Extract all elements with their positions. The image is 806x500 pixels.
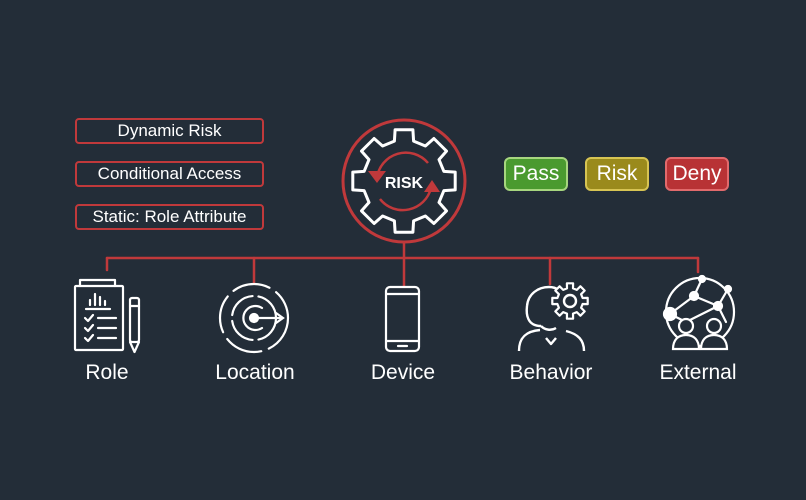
status-deny: Deny	[665, 157, 729, 191]
person-gear-icon	[517, 282, 589, 352]
category-label-location: Location	[215, 361, 295, 384]
level-box-static-role-attribute: Static: Role Attribute	[75, 204, 264, 230]
clipboard-checklist-icon	[73, 278, 141, 354]
level-box-conditional-access: Conditional Access	[75, 161, 264, 187]
status-pass: Pass	[504, 157, 568, 191]
category-label-external: External	[659, 361, 737, 384]
status-pass-label: Pass	[512, 162, 560, 185]
level-label: Dynamic Risk	[117, 121, 222, 140]
status-deny-label: Deny	[672, 162, 722, 185]
level-box-dynamic-risk: Dynamic Risk	[75, 118, 264, 144]
hub-label: RISK	[385, 175, 424, 192]
level-label: Static: Role Attribute	[92, 207, 247, 226]
gear-cycle-icon	[351, 128, 457, 234]
hub-ring	[341, 118, 467, 244]
category-label-device: Device	[370, 361, 436, 384]
category-label-behavior: Behavior	[509, 361, 593, 384]
status-risk: Risk	[585, 157, 649, 191]
status-risk-label: Risk	[596, 162, 638, 185]
smartphone-icon	[384, 285, 421, 353]
location-target-icon	[218, 282, 290, 354]
category-label-role: Role	[85, 361, 129, 384]
level-label: Conditional Access	[97, 164, 242, 183]
globe-network-people-icon	[662, 274, 736, 351]
